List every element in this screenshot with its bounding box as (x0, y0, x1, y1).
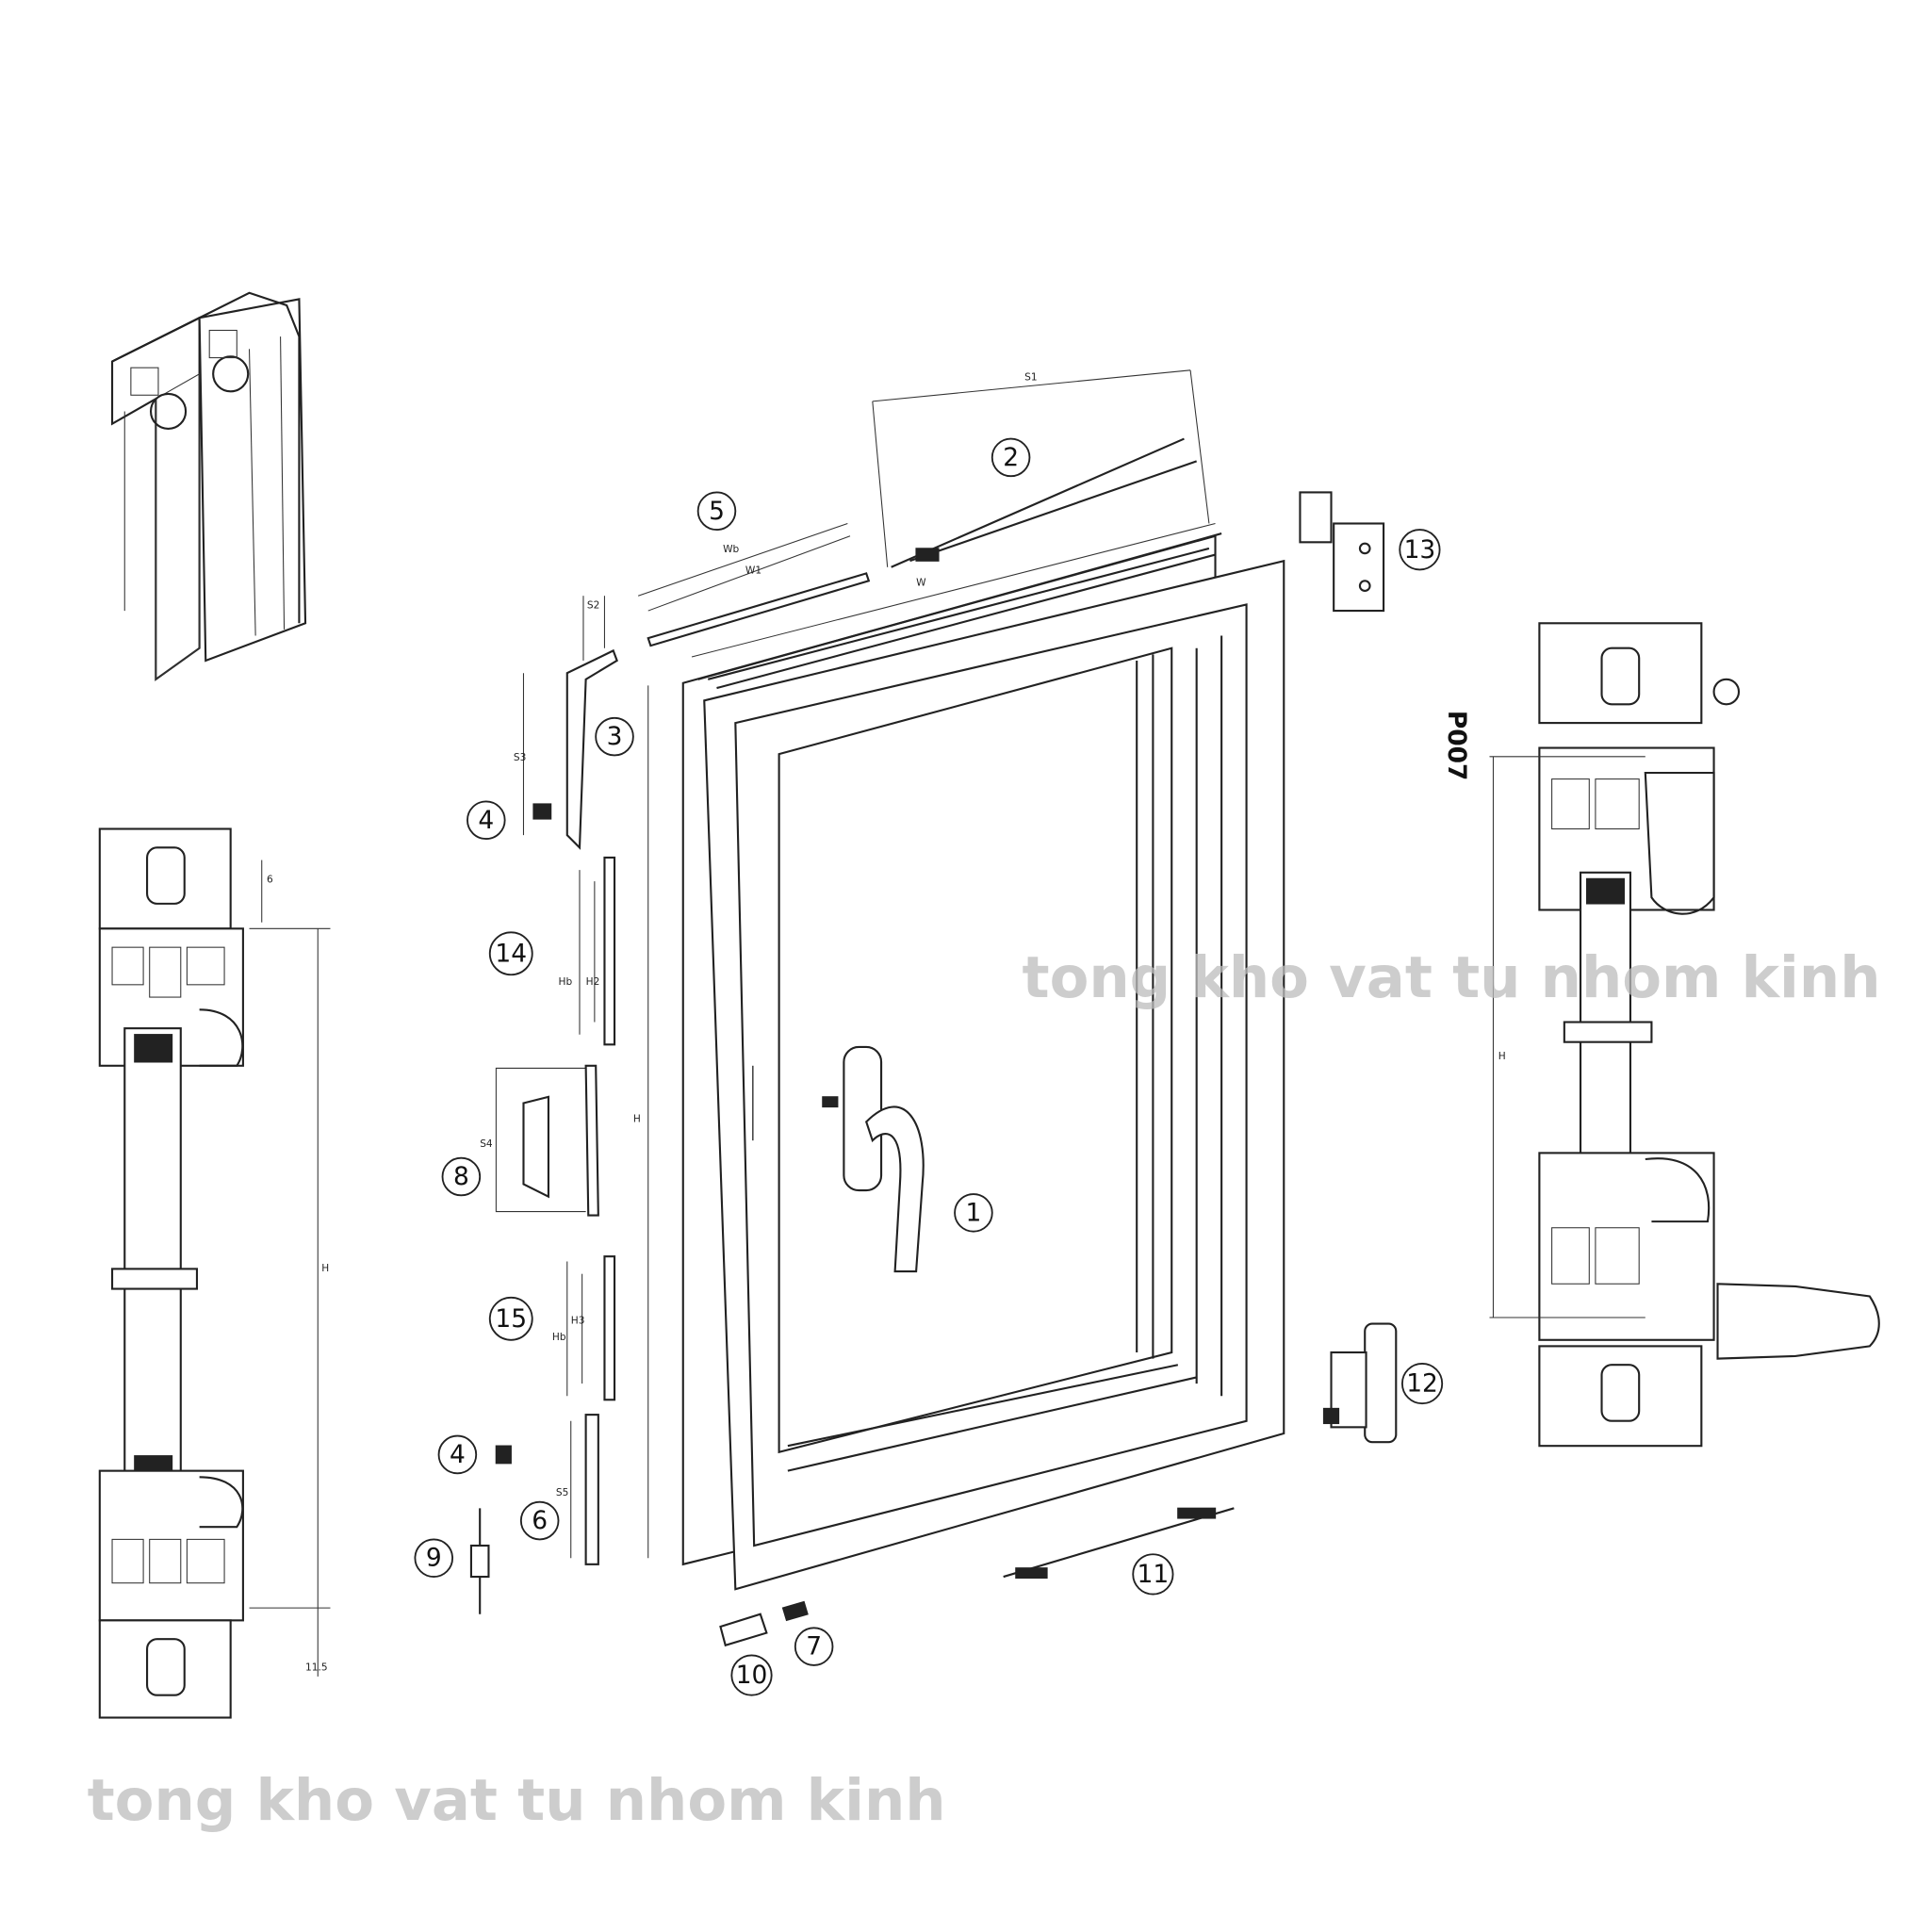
profile-3d-view (110, 291, 307, 681)
dim-h-right: H (1498, 1051, 1506, 1062)
left-cross-section: 6 H 11.5 (98, 827, 331, 1719)
part-5-bar: Wb W1 (637, 522, 871, 647)
svg-text:12: 12 (1406, 1369, 1438, 1399)
part-10-block (719, 1613, 768, 1647)
dim-hb-14: Hb (559, 976, 573, 988)
callout-10: 10 (730, 1654, 773, 1696)
dim-h3: H3 (571, 1316, 585, 1327)
watermark-left: tong kho vat tu nhom kinh (88, 1768, 946, 1834)
dim-h-left: H (321, 1263, 329, 1274)
svg-text:13: 13 (1404, 535, 1436, 565)
dim-6: 6 (267, 874, 273, 885)
callout-9: 9 (414, 1538, 454, 1578)
svg-text:6: 6 (532, 1506, 548, 1535)
svg-text:8: 8 (453, 1162, 469, 1191)
dim-h2: H2 (586, 976, 600, 988)
part-6-lock-strike: S5 (556, 1414, 599, 1565)
dim-s4: S4 (480, 1138, 493, 1150)
part-3-corner-drive: S2 S3 (514, 596, 618, 850)
svg-text:1: 1 (966, 1198, 982, 1227)
svg-text:15: 15 (495, 1304, 527, 1334)
callout-5: 5 (696, 491, 737, 532)
dim-h-window: H (633, 1113, 641, 1124)
dim-11-5: 11.5 (305, 1662, 328, 1673)
part-13-hinge (1299, 491, 1385, 613)
callout-4-top: 4 (467, 800, 506, 841)
svg-text:7: 7 (806, 1632, 822, 1662)
part-15-keep: Hb H3 (552, 1255, 616, 1401)
part-4-small-keep (495, 1445, 512, 1465)
dim-w1: W1 (745, 565, 761, 576)
part-12-hinge (1322, 1322, 1398, 1444)
svg-text:4: 4 (478, 806, 494, 835)
callout-8: 8 (441, 1156, 482, 1197)
part-8-keeper: S4 (480, 1064, 599, 1217)
callout-15: 15 (488, 1296, 533, 1341)
svg-text:5: 5 (709, 497, 725, 526)
callout-3: 3 (595, 716, 634, 757)
section-label-p007: P007 (1442, 711, 1471, 781)
window-assembly: H W (633, 522, 1285, 1591)
callout-7: 7 (794, 1627, 834, 1666)
callout-2: 2 (991, 437, 1031, 478)
part-14-keep: Hb H2 (559, 856, 616, 1046)
watermark-right: tong kho vat tu nhom kinh (1023, 945, 1881, 1011)
dim-hb-15: Hb (552, 1332, 566, 1343)
svg-text:11: 11 (1138, 1560, 1170, 1589)
svg-text:4: 4 (450, 1440, 466, 1469)
dim-s5: S5 (556, 1487, 568, 1498)
svg-text:10: 10 (736, 1661, 768, 1690)
callout-12: 12 (1400, 1362, 1444, 1405)
callout-6: 6 (519, 1500, 560, 1541)
callout-14: 14 (488, 931, 533, 976)
svg-text:2: 2 (1003, 443, 1019, 472)
part-11-rod (1003, 1507, 1235, 1580)
svg-text:14: 14 (495, 939, 527, 968)
dim-w: W (916, 578, 926, 589)
callout-11: 11 (1132, 1553, 1174, 1596)
callout-13: 13 (1399, 529, 1441, 571)
svg-text:9: 9 (426, 1544, 442, 1573)
dim-s1: S1 (1024, 371, 1037, 383)
window-handle[interactable] (822, 1045, 925, 1273)
part-2-stay: S1 (872, 369, 1210, 568)
part-9-cam (469, 1508, 490, 1614)
callout-4-bottom: 4 (437, 1434, 478, 1475)
dim-s3: S3 (514, 752, 526, 763)
right-cross-section: H P007 (1442, 622, 1880, 1448)
svg-text:3: 3 (607, 722, 623, 751)
callout-1: 1 (954, 1193, 993, 1233)
dim-wb: Wb (723, 544, 739, 555)
dim-s2: S2 (587, 599, 599, 611)
part-7-block (781, 1600, 809, 1622)
